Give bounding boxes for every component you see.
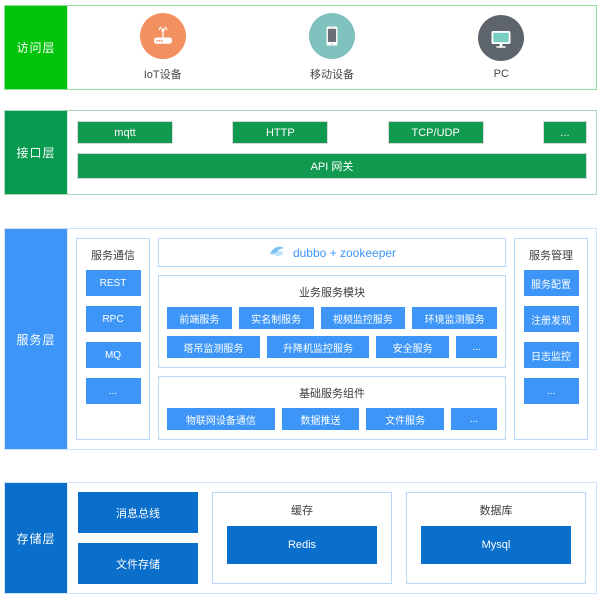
dubbo-zookeeper-label: dubbo + zookeeper bbox=[292, 245, 397, 260]
storage-layer-body: 消息总线 文件存储 缓存 Redis 数据库 Mysql bbox=[67, 483, 596, 593]
protocol-mqtt[interactable]: mqtt bbox=[77, 121, 173, 144]
database-mysql[interactable]: Mysql bbox=[421, 526, 571, 564]
basic-components-title: 基础服务组件 bbox=[299, 388, 365, 400]
component-data-push[interactable]: 数据推送 bbox=[281, 408, 360, 430]
business-modules-row-1: 前端服务 实名制服务 视频监控服务 环境监测服务 bbox=[167, 307, 497, 329]
component-iot-communication[interactable]: 物联网设备通信 bbox=[167, 408, 275, 430]
device-mobile[interactable]: 移动设备 bbox=[272, 13, 392, 82]
comm-mq[interactable]: MQ bbox=[85, 342, 141, 368]
component-file-service[interactable]: 文件服务 bbox=[366, 408, 445, 430]
tablet-icon bbox=[308, 13, 355, 59]
device-pc[interactable]: PC bbox=[441, 15, 561, 80]
comm-rpc[interactable]: RPC bbox=[85, 306, 141, 332]
interface-layer: 接口层 mqtt HTTP TCP/UDP ... API 网关 bbox=[4, 110, 597, 195]
storage-layer-label: 存储层 bbox=[5, 483, 67, 593]
device-iot[interactable]: IoT设备 bbox=[103, 13, 223, 82]
desktop-icon bbox=[478, 15, 525, 61]
service-center-column: dubbo + zookeeper 业务服务模块 前端服务 实名制服务 视频监控… bbox=[158, 238, 506, 440]
storage-message-bus[interactable]: 消息总线 bbox=[78, 492, 198, 533]
cache-title: 缓存 bbox=[291, 505, 313, 517]
service-communication-panel: 服务通信 REST RPC MQ ... bbox=[76, 238, 150, 440]
protocol-row: mqtt HTTP TCP/UDP ... bbox=[77, 121, 587, 144]
service-layer-body: 服务通信 REST RPC MQ ... dubbo + zook bbox=[67, 229, 596, 449]
component-more[interactable]: ... bbox=[451, 408, 498, 430]
database-title: 数据库 bbox=[479, 505, 513, 517]
storage-file-storage[interactable]: 文件存储 bbox=[78, 543, 198, 584]
storage-direct-column: 消息总线 文件存储 bbox=[78, 492, 198, 584]
service-layer-label: 服务层 bbox=[5, 229, 67, 449]
service-management-title: 服务管理 bbox=[529, 250, 573, 262]
cache-panel: 缓存 Redis bbox=[212, 492, 392, 584]
mgmt-more[interactable]: ... bbox=[523, 378, 579, 404]
dubbo-zookeeper-bar[interactable]: dubbo + zookeeper bbox=[158, 238, 506, 267]
mgmt-service-config[interactable]: 服务配置 bbox=[523, 270, 579, 296]
device-iot-label: IoT设备 bbox=[143, 69, 182, 81]
business-modules-title: 业务服务模块 bbox=[299, 287, 365, 299]
service-communication-title: 服务通信 bbox=[91, 250, 135, 262]
router-icon bbox=[139, 13, 186, 59]
module-environment-monitoring[interactable]: 环境监测服务 bbox=[412, 307, 497, 329]
module-more[interactable]: ... bbox=[456, 336, 498, 358]
module-elevator[interactable]: 升降机监控服务 bbox=[266, 336, 370, 358]
access-layer-body: IoT设备 移动设备 bbox=[67, 6, 596, 89]
business-modules-box: 业务服务模块 前端服务 实名制服务 视频监控服务 环境监测服务 塔吊监测服务 升… bbox=[158, 275, 506, 368]
mgmt-registry-discovery[interactable]: 注册发现 bbox=[523, 306, 579, 332]
business-modules-row-2: 塔吊监测服务 升降机监控服务 安全服务 ... bbox=[167, 336, 498, 358]
api-gateway-bar[interactable]: API 网关 bbox=[77, 153, 587, 179]
access-layer-label: 访问层 bbox=[5, 6, 67, 89]
dubbo-cloud-icon bbox=[268, 245, 286, 261]
mgmt-log-monitoring[interactable]: 日志监控 bbox=[523, 342, 579, 368]
module-safety[interactable]: 安全服务 bbox=[376, 336, 450, 358]
service-management-panel: 服务管理 服务配置 注册发现 日志监控 ... bbox=[514, 238, 588, 440]
comm-more[interactable]: ... bbox=[85, 378, 141, 404]
basic-components-box: 基础服务组件 物联网设备通信 数据推送 文件服务 ... bbox=[158, 376, 506, 440]
module-realname[interactable]: 实名制服务 bbox=[238, 307, 314, 329]
protocol-more[interactable]: ... bbox=[542, 121, 587, 144]
device-mobile-label: 移动设备 bbox=[309, 69, 354, 81]
module-tower-crane[interactable]: 塔吊监测服务 bbox=[167, 336, 260, 358]
interface-layer-label: 接口层 bbox=[5, 111, 67, 194]
comm-rest[interactable]: REST bbox=[85, 270, 141, 296]
basic-components-row: 物联网设备通信 数据推送 文件服务 ... bbox=[167, 408, 498, 430]
module-frontend[interactable]: 前端服务 bbox=[167, 307, 232, 329]
interface-layer-body: mqtt HTTP TCP/UDP ... API 网关 bbox=[67, 111, 596, 194]
service-layer: 服务层 服务通信 REST RPC MQ ... bbox=[4, 228, 597, 450]
device-pc-label: PC bbox=[493, 68, 509, 80]
database-panel: 数据库 Mysql bbox=[406, 492, 586, 584]
protocol-http[interactable]: HTTP bbox=[232, 121, 329, 144]
module-video-surveillance[interactable]: 视频监控服务 bbox=[320, 307, 406, 329]
protocol-tcp-udp[interactable]: TCP/UDP bbox=[387, 121, 484, 144]
access-layer: 访问层 IoT设备 bbox=[4, 5, 597, 90]
storage-layer: 存储层 消息总线 文件存储 缓存 Redis 数据库 Mysql bbox=[4, 482, 597, 594]
cache-redis[interactable]: Redis bbox=[227, 526, 377, 564]
